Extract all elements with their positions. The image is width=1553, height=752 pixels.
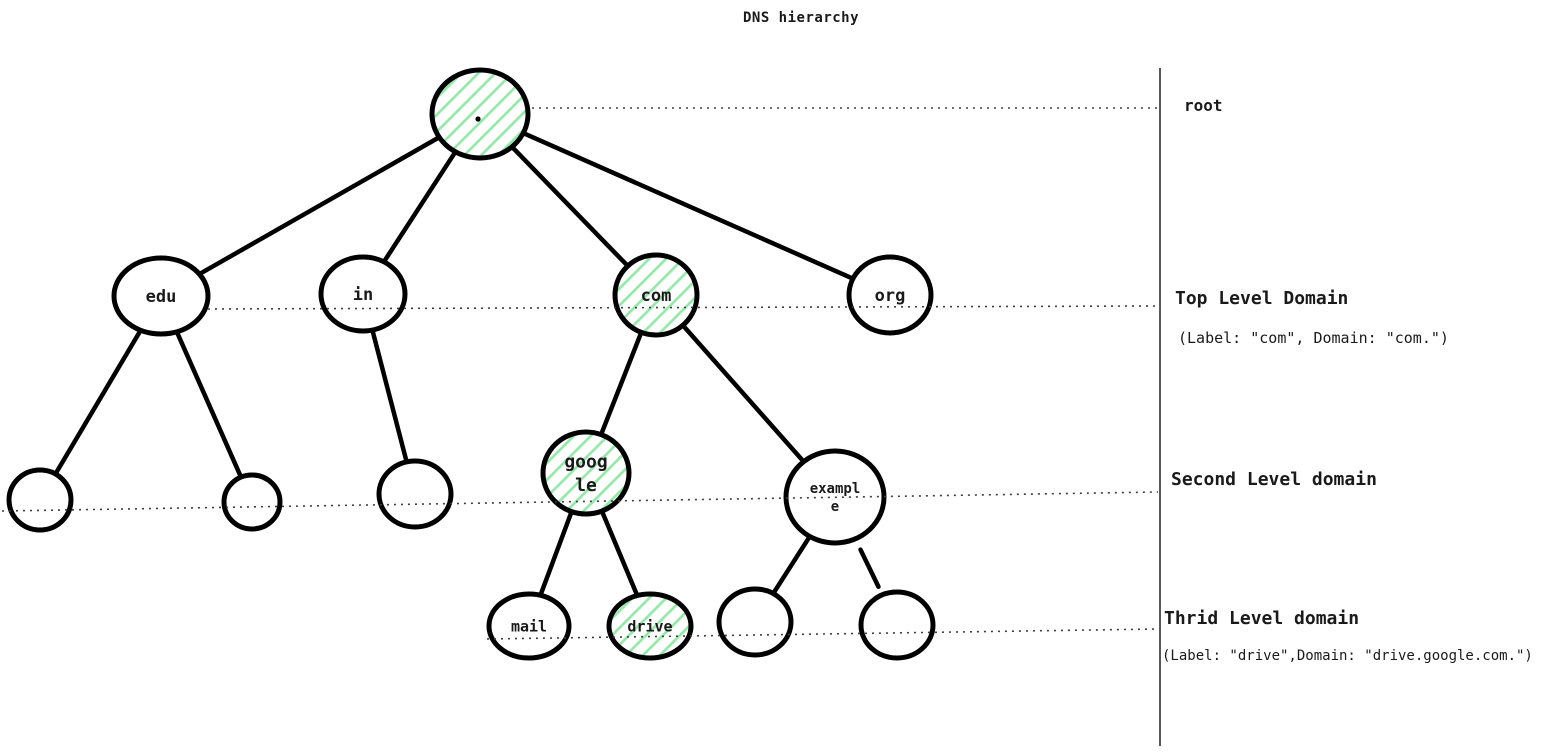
node-circle-drive: [606, 591, 694, 661]
node-org: org: [846, 254, 934, 336]
node-circle-in: [318, 254, 408, 334]
level-sublabel-third-level-domain: (Label: "drive",Domain: "drive.google.co…: [1162, 648, 1533, 664]
node-example-child-2: [858, 589, 936, 661]
level-label-third-level-domain: Thrid Level domain: [1164, 608, 1360, 629]
node-circle-com: [612, 252, 700, 338]
diagram-title: DNS hierarchy: [742, 10, 860, 26]
node-mail: mail: [486, 591, 572, 661]
level-label-top-level-domain: Top Level Domain: [1175, 288, 1349, 309]
level-guide-1: [207, 305, 1159, 310]
node-label-in: in: [353, 285, 373, 305]
node-circle-example-child-1: [716, 586, 794, 658]
edge-edu-edu-child-1: [53, 328, 143, 477]
node-circle-example-child-2: [858, 589, 936, 661]
node-drive: drive: [606, 591, 694, 661]
edge-root-org: [520, 130, 856, 281]
edge-in-in-child-1: [370, 327, 409, 465]
node-edu-child-2: [221, 472, 283, 532]
edge-root-edu: [197, 135, 442, 277]
edge-google-mail: [538, 509, 574, 598]
level-sublabel-top-level-domain: (Label: "com", Domain: "com."): [1178, 329, 1449, 347]
edge-google-drive: [599, 508, 640, 598]
node-label-mail: mail: [511, 617, 547, 635]
node-circle-org: [846, 254, 934, 336]
node-circle-root: [429, 67, 531, 161]
node-edu-child-1: [6, 467, 74, 533]
root-dot: [475, 116, 481, 122]
node-in: in: [318, 254, 408, 334]
node-com: com: [612, 252, 700, 338]
edge-root-in: [381, 149, 458, 265]
node-label-com: com: [641, 286, 672, 306]
edge-root-com: [509, 144, 631, 269]
node-circle-edu-child-1: [6, 467, 74, 533]
node-in-child-1: [376, 458, 454, 530]
node-label-drive: drive: [627, 617, 672, 635]
node-circle-edu-child-2: [221, 472, 283, 532]
level-guide-3: [486, 628, 1159, 640]
edge-com-google: [598, 330, 644, 437]
node-label-edu: edu: [146, 287, 177, 307]
node-circle-google: [540, 429, 632, 517]
node-label-org: org: [875, 286, 906, 306]
node-root: [429, 67, 531, 161]
edge-example-example-child-2: [858, 547, 881, 589]
edge-edu-edu-child-2: [174, 329, 244, 480]
node-circle-mail: [486, 591, 572, 661]
node-example-child-1: [716, 586, 794, 658]
node-edu: edu: [111, 255, 211, 337]
level-label-root: root: [1184, 96, 1223, 115]
edge-example-example-child-1: [770, 534, 813, 596]
node-circle-edu: [111, 255, 211, 337]
edge-com-example: [680, 323, 806, 464]
node-circle-in-child-1: [376, 458, 454, 530]
level-label-second-level-domain: Second Level domain: [1171, 469, 1377, 490]
